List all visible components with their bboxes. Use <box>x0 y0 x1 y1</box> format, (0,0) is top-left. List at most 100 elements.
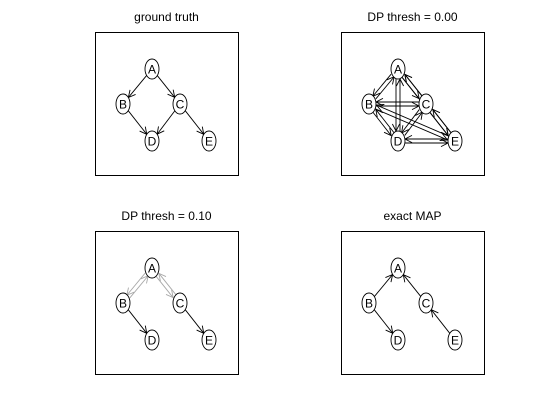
edge-line <box>375 109 395 134</box>
edge-line <box>430 309 451 334</box>
node-d: D <box>390 329 406 351</box>
edge-E-C <box>432 108 452 134</box>
edge-line <box>184 309 205 334</box>
node-ellipse <box>447 130 463 152</box>
edge-line <box>155 275 174 298</box>
node-label: A <box>394 63 402 77</box>
node-ellipse <box>144 58 160 80</box>
edge-arrowhead <box>158 272 167 282</box>
node-b: B <box>115 292 131 314</box>
edge-arrowhead <box>383 127 392 137</box>
node-ellipse <box>418 292 434 314</box>
edge-arrowhead <box>404 73 413 83</box>
node-a: A <box>390 58 406 80</box>
panel-title: DP thresh = 0.00 <box>367 10 457 24</box>
edge-line <box>184 110 205 135</box>
node-label: B <box>365 297 373 311</box>
node-label: A <box>148 262 156 276</box>
node-ellipse <box>361 292 377 314</box>
node-ellipse <box>201 130 217 152</box>
node-ellipse <box>390 58 406 80</box>
node-e: E <box>447 130 463 152</box>
node-b: B <box>361 292 377 314</box>
node-label: E <box>205 135 213 149</box>
node-label: D <box>148 135 157 149</box>
edge-line <box>127 309 148 334</box>
panel-frame <box>341 32 485 176</box>
node-c: C <box>172 292 188 314</box>
node-ellipse <box>390 329 406 351</box>
edge-line <box>127 110 148 135</box>
node-b: B <box>115 93 131 115</box>
edge-B-D <box>372 111 392 137</box>
panel-title: exact MAP <box>383 209 441 223</box>
panel-3: DP thresh = 0.10A B C D E <box>95 209 239 375</box>
node-d: D <box>390 130 406 152</box>
node-label: A <box>394 262 402 276</box>
node-label: B <box>119 297 127 311</box>
edge-arrowhead <box>375 104 385 112</box>
node-d: D <box>144 130 160 152</box>
node-a: A <box>144 257 160 279</box>
edge-line <box>128 75 147 98</box>
node-ellipse <box>144 257 160 279</box>
node-ellipse <box>144 329 160 351</box>
edge-E-B <box>375 104 450 137</box>
node-label: C <box>176 98 185 112</box>
node-label: D <box>148 334 157 348</box>
edge-arrowhead <box>440 127 449 137</box>
panel-title: DP thresh = 0.10 <box>121 209 211 223</box>
node-ellipse <box>390 130 406 152</box>
edge-A-C <box>155 275 174 299</box>
node-ellipse <box>144 130 160 152</box>
edge-line <box>402 274 422 297</box>
node-label: B <box>119 98 127 112</box>
node-label: E <box>451 334 459 348</box>
edge-line <box>158 273 177 296</box>
node-c: C <box>172 93 188 115</box>
node-label: E <box>205 334 213 348</box>
edge-line <box>129 275 149 299</box>
node-e: E <box>447 329 463 351</box>
node-ellipse <box>418 93 434 115</box>
node-b: B <box>361 93 377 115</box>
edge-line <box>372 73 392 97</box>
edge-line <box>401 109 420 134</box>
edge-line <box>156 110 176 135</box>
node-a: A <box>144 58 160 80</box>
node-label: A <box>148 63 156 77</box>
node-e: E <box>201 130 217 152</box>
edge-line <box>156 75 176 98</box>
edge-line <box>432 109 452 134</box>
node-label: C <box>422 297 431 311</box>
node-ellipse <box>115 93 131 115</box>
panel-frame <box>95 231 239 375</box>
node-a: A <box>390 257 406 279</box>
panel-frame <box>95 32 239 176</box>
node-label: C <box>422 98 431 112</box>
node-ellipse <box>390 257 406 279</box>
node-ellipse <box>447 329 463 351</box>
edge-line <box>373 309 394 334</box>
node-c: C <box>418 292 434 314</box>
node-label: E <box>451 135 459 149</box>
edge-line <box>429 111 449 136</box>
panel-frame <box>341 231 485 375</box>
panel-4: exact MAP A B C D E <box>341 209 485 375</box>
node-label: B <box>365 98 373 112</box>
node-ellipse <box>172 292 188 314</box>
edge-arrowhead <box>165 289 174 299</box>
edge-line <box>374 108 448 141</box>
edge-line <box>374 274 393 297</box>
edge-C-A <box>158 272 177 296</box>
panel-title: ground truth <box>134 10 199 24</box>
node-ellipse <box>172 93 188 115</box>
node-ellipse <box>201 329 217 351</box>
edge-line <box>372 111 392 136</box>
edge-line <box>375 76 395 100</box>
node-label: D <box>394 135 403 149</box>
node-label: D <box>394 334 403 348</box>
